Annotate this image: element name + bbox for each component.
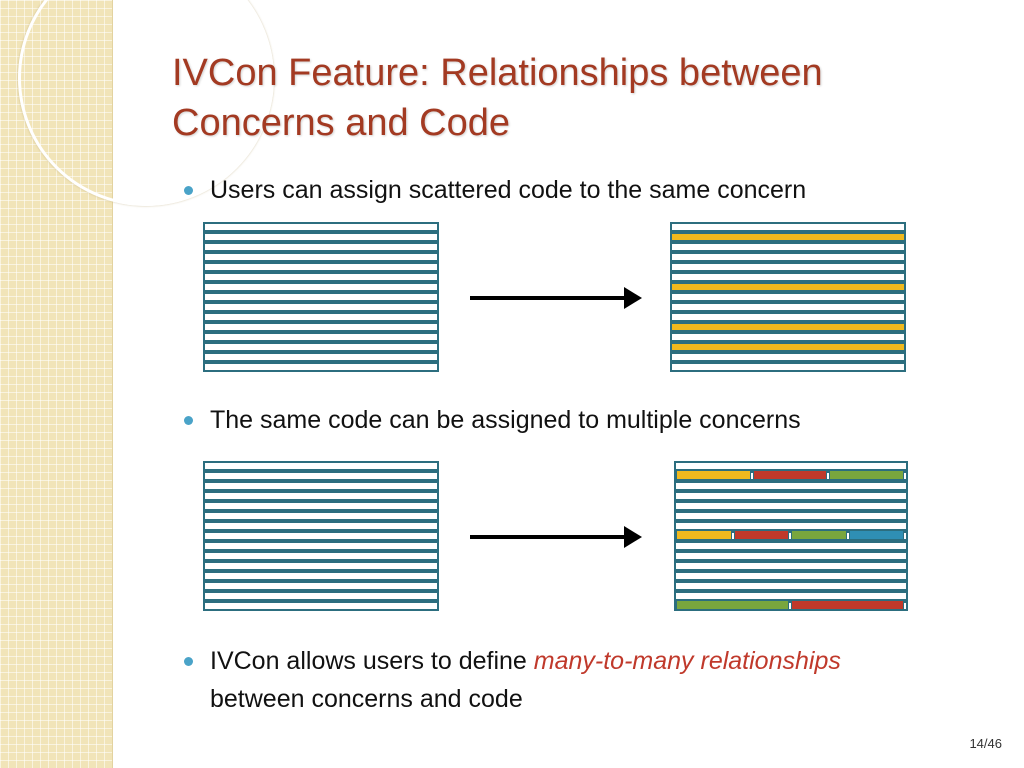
code-line — [203, 342, 439, 352]
bullet-many-to-many: IVCon allows users to define many-to-man… — [184, 642, 990, 718]
code-line — [203, 561, 439, 571]
bullet-text: Users can assign scattered code to the s… — [210, 176, 807, 204]
bullet-text-after: between concerns and code — [210, 685, 523, 713]
code-line — [670, 262, 906, 272]
code-line — [203, 471, 439, 481]
right-arrow-icon — [470, 526, 642, 548]
code-line — [203, 581, 439, 591]
code-line — [203, 282, 439, 292]
code-block-after-2 — [674, 461, 908, 611]
code-line — [203, 481, 439, 491]
concern-segment-green — [676, 600, 789, 610]
code-line — [203, 242, 439, 252]
code-line — [674, 581, 908, 591]
decorative-side-panel — [0, 0, 113, 768]
code-line — [203, 491, 439, 501]
code-line — [203, 272, 439, 282]
code-line — [674, 571, 908, 581]
code-line — [670, 292, 906, 302]
code-line — [674, 481, 908, 491]
code-line — [203, 461, 439, 471]
code-line — [203, 362, 439, 372]
code-block-before-1 — [203, 222, 439, 372]
code-line — [203, 521, 439, 531]
code-line — [674, 491, 908, 501]
concern-segment-yellow — [676, 470, 751, 480]
bullet-multiple-concerns: The same code can be assigned to multipl… — [184, 401, 990, 439]
code-block-before-2 — [203, 461, 439, 611]
concern-segment-blue — [848, 530, 904, 540]
code-line — [203, 352, 439, 362]
code-line — [674, 551, 908, 561]
slide-title: IVCon Feature: Relationships between Con… — [172, 48, 972, 148]
code-line — [674, 501, 908, 511]
bullet-text: The same code can be assigned to multipl… — [210, 406, 801, 434]
code-line — [203, 332, 439, 342]
code-line — [203, 252, 439, 262]
code-line — [203, 262, 439, 272]
concern-segment-green — [791, 530, 847, 540]
emphasis-many-to-many: many-to-many relationships — [533, 647, 841, 675]
code-line — [670, 312, 906, 322]
code-block-after-1 — [670, 222, 906, 372]
title-line-1: IVCon Feature: Relationships between — [172, 52, 823, 94]
code-line — [670, 222, 906, 232]
bullet-text-before: IVCon allows users to define — [210, 647, 534, 675]
code-line — [203, 501, 439, 511]
code-line — [203, 222, 439, 232]
code-line — [670, 302, 906, 312]
right-arrow-icon — [470, 287, 642, 309]
code-line — [203, 322, 439, 332]
code-line — [203, 511, 439, 521]
concern-segment-yellow — [676, 530, 732, 540]
code-line — [670, 272, 906, 282]
code-line — [203, 292, 439, 302]
concern-segment-red — [752, 470, 828, 480]
code-line — [670, 332, 906, 342]
title-line-2: Concerns and Code — [172, 102, 510, 144]
page-number: 14/46 — [969, 736, 1002, 751]
code-line — [670, 352, 906, 362]
code-line — [674, 541, 908, 551]
code-line — [203, 541, 439, 551]
code-line — [670, 362, 906, 372]
concern-segment-red — [733, 530, 789, 540]
code-line — [670, 252, 906, 262]
code-line — [674, 561, 908, 571]
code-line — [674, 511, 908, 521]
code-line — [203, 531, 439, 541]
code-line-highlighted — [670, 282, 906, 292]
code-line — [203, 571, 439, 581]
code-line — [203, 551, 439, 561]
code-line — [670, 242, 906, 252]
code-line — [203, 232, 439, 242]
code-line — [203, 312, 439, 322]
code-line-highlighted — [670, 322, 906, 332]
code-line-highlighted — [670, 232, 906, 242]
concern-segment-red — [791, 600, 904, 610]
code-line — [203, 591, 439, 601]
code-line-highlighted — [670, 342, 906, 352]
bullet-scattered-code: Users can assign scattered code to the s… — [184, 171, 990, 209]
code-line — [203, 601, 439, 611]
code-line — [203, 302, 439, 312]
concern-segment-green — [829, 470, 904, 480]
